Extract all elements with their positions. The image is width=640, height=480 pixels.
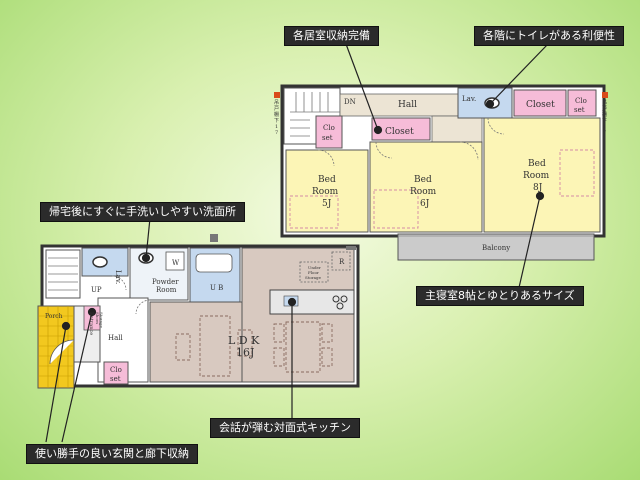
label-bed2-a: Bed <box>414 175 432 185</box>
svg-text:7: 7 <box>603 130 606 136</box>
leader-lines <box>45 43 549 443</box>
label-hall-2f: Hall <box>398 100 417 110</box>
label-bed2-b: Room <box>410 187 437 197</box>
closet-1f <box>103 361 129 385</box>
callout-master: 主寝室8帖とゆとりあるサイズ <box>416 286 584 306</box>
label-under-floor-c: Storage <box>305 275 322 280</box>
svg-text:1: 1 <box>275 124 278 130</box>
label-powder-a: Powder <box>152 278 179 286</box>
closet-right <box>567 89 597 117</box>
closet-top <box>513 89 567 117</box>
marker-right: 吊 戸 棚 下 1 7 <box>602 100 607 136</box>
callout-storage: 各居室収納完備 <box>284 26 379 46</box>
label-closet-right-2: set <box>574 106 585 114</box>
label-closet-top: Closet <box>526 100 555 110</box>
label-bed1-c: 5J <box>322 199 332 209</box>
bedroom-6j <box>369 141 483 233</box>
label-closet-1f-a: Clo <box>110 366 122 374</box>
kitchen-counter <box>269 289 355 315</box>
svg-text:下: 下 <box>274 118 279 124</box>
svg-text:吊: 吊 <box>274 100 279 106</box>
label-closet-left-1: Clo <box>323 124 335 132</box>
label-shoes-a: Shoes <box>95 312 100 324</box>
label-closet-1f-b: set <box>110 375 121 383</box>
svg-text:下: 下 <box>602 118 607 124</box>
callout-entrance: 使い勝手の良い玄関と廊下収納 <box>26 444 198 464</box>
label-hall-1f: Hall <box>108 334 124 342</box>
label-shoes-b: Storage <box>99 312 104 329</box>
label-porch: Porch <box>45 313 63 320</box>
label-w: W <box>172 259 180 267</box>
label-r: R <box>339 258 345 266</box>
svg-text:吊: 吊 <box>602 100 607 106</box>
label-ldk-a: L D K <box>228 334 260 347</box>
label-bed1-a: Bed <box>318 175 336 185</box>
svg-text:7: 7 <box>275 130 278 136</box>
svg-text:棚: 棚 <box>274 111 279 118</box>
label-bed3-a: Bed <box>528 159 546 169</box>
label-closet-right-1: Clo <box>575 97 587 105</box>
bedroom-8j <box>483 117 601 233</box>
label-entrance: Entrance <box>88 312 94 335</box>
bedroom-5j <box>285 149 369 233</box>
room-labels-2f: Hall DN Lav. Closet Closet Clo set Clo s… <box>274 95 607 252</box>
svg-text:棚: 棚 <box>602 111 607 118</box>
label-balcony: Balcony <box>482 244 510 252</box>
label-bed3-c: 8J <box>533 183 543 193</box>
label-bed3-b: Room <box>523 171 550 181</box>
ldk <box>241 247 355 383</box>
marker-left: 吊 戸 棚 下 1 7 <box>274 100 279 136</box>
room-labels-1f: Lav. W Powder Room U B UP Hall Porch Ent… <box>45 258 345 383</box>
label-dn: DN <box>344 98 356 106</box>
label-lav-1f: Lav. <box>114 270 122 284</box>
label-ldk-b: 16J <box>236 346 254 359</box>
svg-text:1: 1 <box>603 124 606 130</box>
label-up: UP <box>91 286 102 294</box>
label-closet-mid: Closet <box>385 127 414 137</box>
svg-text:戸: 戸 <box>602 106 607 112</box>
second-floor <box>274 84 608 261</box>
callout-kitchen: 会話が弾む対面式キッチン <box>210 418 360 438</box>
label-bed1-b: Room <box>312 187 339 197</box>
label-under-floor-a: Under <box>308 265 321 270</box>
label-ub: U B <box>210 284 223 292</box>
label-closet-left-2: set <box>322 134 333 142</box>
first-floor <box>37 234 360 389</box>
closet-left-2f <box>315 115 343 149</box>
callout-washroom: 帰宅後にすぐに手洗いしやすい洗面所 <box>40 202 245 222</box>
label-bed2-c: 6J <box>420 199 430 209</box>
callout-toilets: 各階にトイレがある利便性 <box>474 26 624 46</box>
balcony <box>397 233 595 261</box>
label-under-floor-b: Floor <box>308 270 319 275</box>
label-lav-2f: Lav. <box>462 95 476 103</box>
closet-mid <box>371 117 431 141</box>
label-powder-b: Room <box>156 286 177 294</box>
svg-text:戸: 戸 <box>274 106 279 112</box>
